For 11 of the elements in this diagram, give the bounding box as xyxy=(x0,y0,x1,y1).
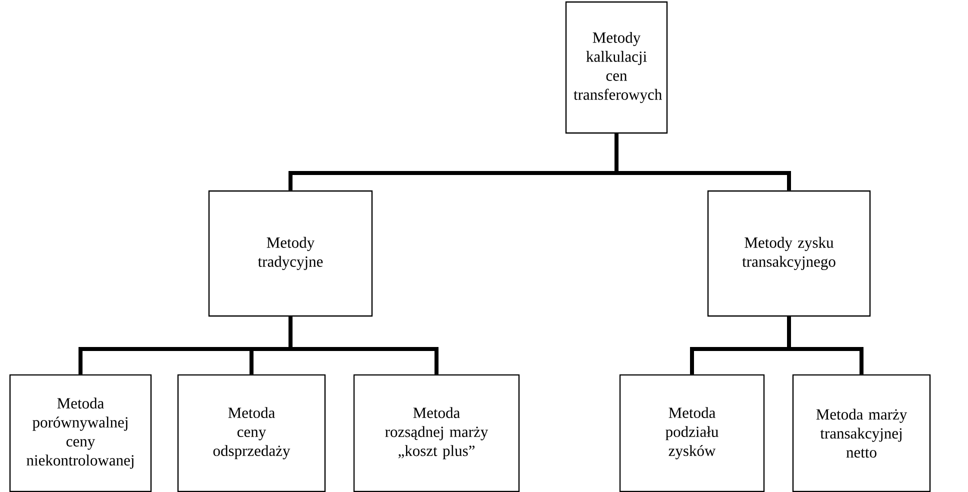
method-box: Metoda marży transakcyjnej netto xyxy=(792,374,931,492)
method-box: Metoda podziału zysków xyxy=(619,374,765,492)
method-box: Metody kalkulacji cen transferowych xyxy=(565,1,668,134)
connector-line xyxy=(288,316,438,374)
method-box: Metoda ceny odsprzedaży xyxy=(177,374,326,492)
method-box: Metody zysku transakcyjnego xyxy=(707,190,871,317)
method-box: Metody tradycyjne xyxy=(208,190,373,317)
connector-line xyxy=(787,316,864,374)
connector-line xyxy=(614,134,791,190)
method-box: Metoda porównywalnej ceny niekontrolowanej xyxy=(9,374,152,492)
method-box: Metoda rozsądnej marży „koszt plus” xyxy=(353,374,520,492)
